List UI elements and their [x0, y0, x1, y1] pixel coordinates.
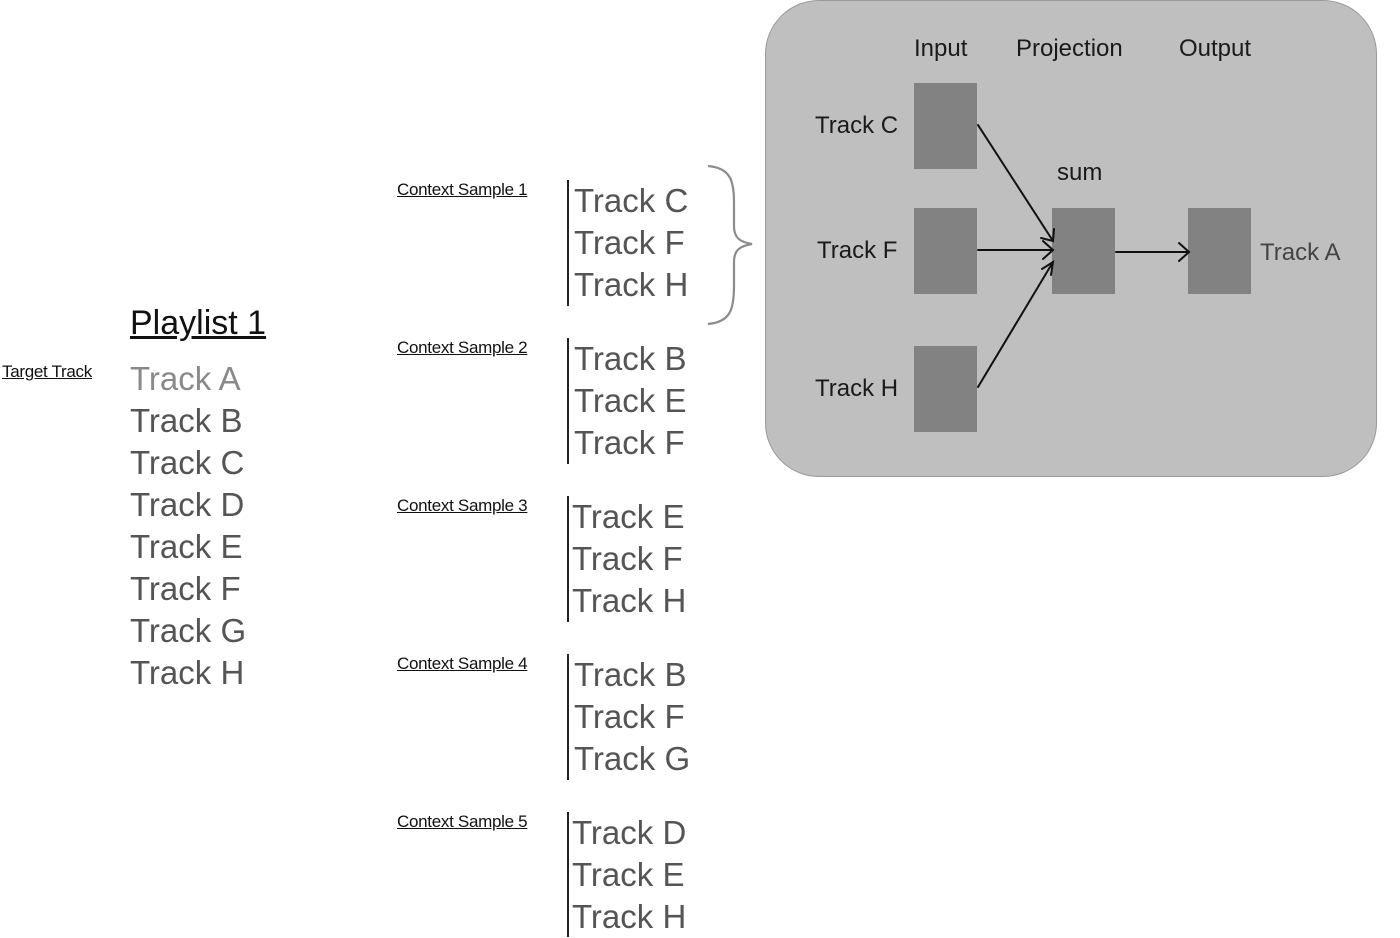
- context-sample-3-tracks: Track E Track F Track H: [572, 496, 686, 622]
- context-sample-3-divider: [567, 496, 569, 622]
- context-track: Track F: [574, 698, 685, 735]
- context-sample-4-tracks: Track B Track F Track G: [574, 654, 690, 780]
- header-projection: Projection: [1016, 35, 1123, 62]
- playlist-track: Track B: [130, 402, 243, 439]
- context-sample-1-divider: [567, 180, 569, 306]
- arrow-input1-to-sum: [977, 124, 1054, 242]
- context-track: Track F: [574, 224, 685, 261]
- context-track: Track F: [574, 424, 685, 461]
- context-sample-2-divider: [567, 338, 569, 464]
- playlist-track: Track D: [130, 486, 245, 523]
- input-node-3: [914, 346, 977, 432]
- context-track: Track B: [574, 340, 687, 377]
- playlist-track-list: Track A Track B Track C Track D Track E …: [130, 358, 246, 694]
- context-track: Track G: [574, 740, 691, 777]
- target-track-label: Target Track: [2, 362, 92, 381]
- playlist-track: Track C: [130, 444, 245, 481]
- context-sample-5-divider: [567, 812, 569, 937]
- input-label-2: Track F: [817, 237, 898, 264]
- context-sample-3-label: Context Sample 3: [397, 496, 528, 515]
- input-label-3: Track H: [815, 375, 899, 402]
- context-sample-1-brace: [707, 164, 753, 326]
- context-track: Track H: [574, 266, 689, 303]
- playlist-track: Track H: [130, 654, 245, 691]
- playlist-track: Track F: [130, 570, 241, 607]
- context-track: Track E: [572, 498, 685, 535]
- context-sample-1-tracks: Track C Track F Track H: [574, 180, 688, 306]
- input-label-1: Track C: [815, 112, 899, 139]
- context-sample-4-label: Context Sample 4: [397, 654, 528, 673]
- context-sample-5-tracks: Track D Track E Track H: [572, 812, 686, 938]
- context-track: Track E: [574, 382, 687, 419]
- input-node-2: [914, 208, 977, 294]
- context-track: Track H: [572, 898, 687, 935]
- context-sample-5-label: Context Sample 5: [397, 812, 528, 831]
- input-node-1: [914, 83, 977, 169]
- projection-sum-node: [1052, 208, 1115, 294]
- context-sample-4-divider: [567, 654, 569, 780]
- playlist-track: Track G: [130, 612, 247, 649]
- connection-arrows: [977, 124, 1191, 388]
- context-track: Track C: [574, 182, 689, 219]
- header-input: Input: [914, 35, 968, 62]
- arrow-input3-to-sum: [977, 261, 1054, 388]
- playlist-title: Playlist 1: [130, 304, 267, 342]
- cbow-diagram-panel: Input Projection Output Track C Track F …: [765, 0, 1377, 477]
- context-track: Track H: [572, 582, 687, 619]
- context-sample-2-label: Context Sample 2: [397, 338, 528, 357]
- playlist-track: Track E: [130, 528, 243, 565]
- header-output: Output: [1179, 35, 1252, 62]
- context-track: Track D: [572, 814, 687, 851]
- context-track: Track E: [572, 856, 685, 893]
- output-node: [1188, 208, 1251, 294]
- context-track: Track F: [572, 540, 683, 577]
- context-sample-2-tracks: Track B Track E Track F: [574, 338, 686, 464]
- sum-label: sum: [1057, 159, 1103, 186]
- context-sample-1-label: Context Sample 1: [397, 180, 528, 199]
- output-label: Track A: [1260, 239, 1341, 266]
- playlist-track-target: Track A: [130, 360, 241, 397]
- context-track: Track B: [574, 656, 687, 693]
